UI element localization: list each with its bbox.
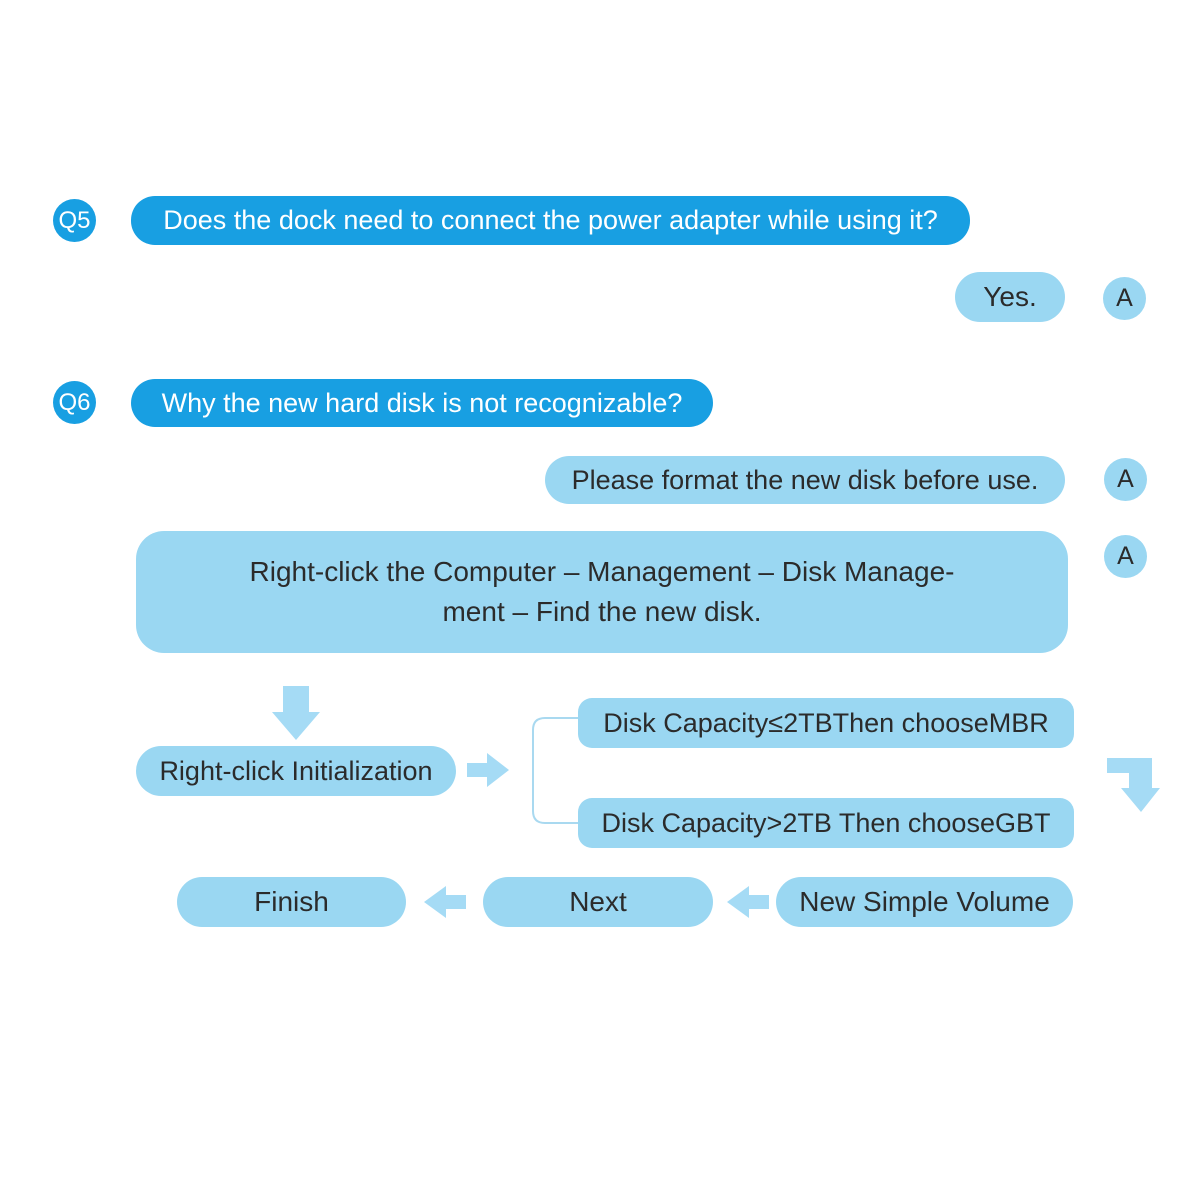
q6-answer1-bubble: Please format the new disk before use. [545, 456, 1065, 504]
flow-step-new-simple-volume: New Simple Volume [776, 877, 1073, 927]
q5-question-bubble: Does the dock need to connect the power … [131, 196, 970, 245]
flow-step-initialization: Right-click Initialization [136, 746, 456, 796]
q6-answer2-badge: A [1104, 535, 1147, 578]
q6-badge: Q6 [53, 381, 96, 424]
q5-answer-bubble: Yes. [955, 272, 1065, 322]
left-arrow-icon [424, 886, 466, 918]
branch-bracket-connector [532, 717, 579, 824]
q6-answer2-line2: ment – Find the new disk. [442, 596, 762, 627]
down-arrow-icon [272, 686, 320, 740]
left-arrow-icon [727, 886, 769, 918]
q6-question-bubble: Why the new hard disk is not recognizabl… [131, 379, 713, 427]
q6-answer1-badge: A [1104, 458, 1147, 501]
flow-branch-gbt: Disk Capacity>2TB Then chooseGBT [578, 798, 1074, 848]
q5-answer-badge: A [1103, 277, 1146, 320]
q6-answer2-line1: Right-click the Computer – Management – … [249, 556, 955, 587]
q6-answer2-box: Right-click the Computer – Management – … [136, 531, 1068, 653]
flow-step-finish: Finish [177, 877, 406, 927]
q5-badge: Q5 [53, 199, 96, 242]
flow-step-next: Next [483, 877, 713, 927]
right-arrow-icon [467, 753, 509, 787]
elbow-down-arrow-icon [1107, 758, 1160, 812]
flow-branch-mbr: Disk Capacity≤2TBThen chooseMBR [578, 698, 1074, 748]
